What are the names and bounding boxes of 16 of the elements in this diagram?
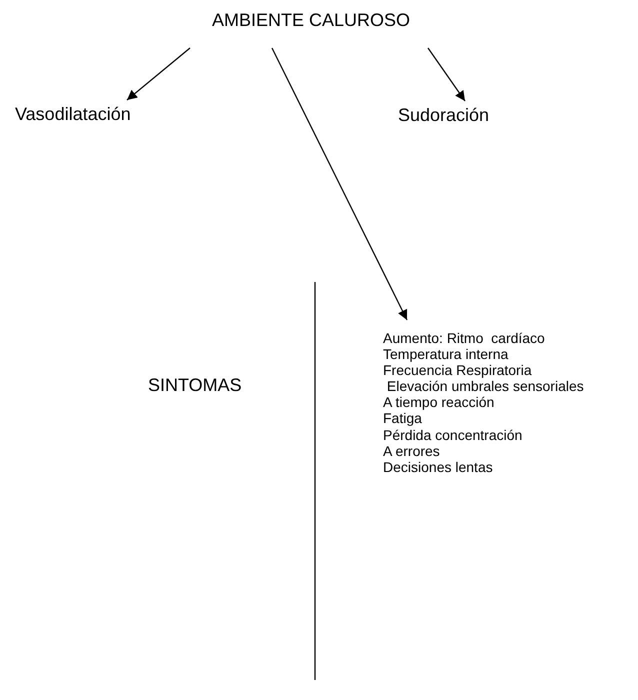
symptom-text: A tiempo reacción <box>383 394 496 410</box>
symptom-text: Pérdida concentración <box>383 426 524 443</box>
symptom-text: Elevación umbrales sensoriales <box>386 378 584 394</box>
symptom-text: Frecuencia Respiratoria <box>383 362 533 378</box>
symptom-text: A errores <box>383 442 441 459</box>
symptom-text: Temperatura interna <box>383 346 510 362</box>
arrow <box>271 48 408 320</box>
node-text: Vasodilatación <box>15 104 131 126</box>
node-text: AMBIENTE CALUROSO <box>212 10 410 32</box>
arrow <box>126 48 190 100</box>
heading-text: SINTOMAS <box>148 375 242 396</box>
symptom-text: Fatiga <box>383 410 423 427</box>
node-text: Sudoración <box>398 105 490 127</box>
symptom-text: Decisiones lentas <box>383 458 494 475</box>
arrow <box>428 48 466 102</box>
symptom-text: Aumento: Ritmo cardíaco <box>383 330 546 346</box>
